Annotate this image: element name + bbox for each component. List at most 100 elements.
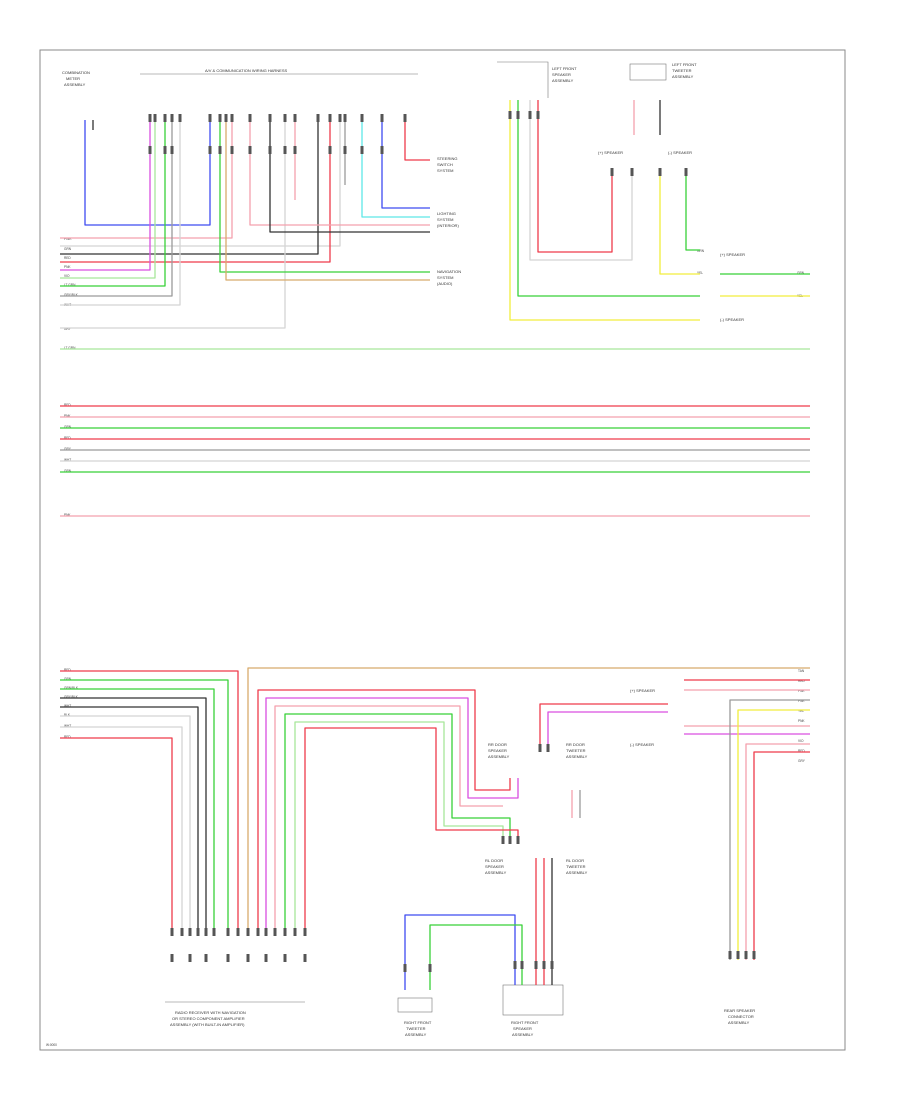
speaker-label-plus-top: (+) SPEAKER bbox=[598, 150, 623, 155]
wire-code: RED bbox=[64, 735, 71, 739]
left-front-speaker-bracket bbox=[497, 61, 549, 98]
door-pin bbox=[538, 744, 542, 752]
wire-red-1 bbox=[60, 120, 331, 263]
receiver-pin bbox=[283, 954, 287, 962]
wire-violet-1 bbox=[60, 120, 151, 271]
receiver-pin bbox=[212, 928, 216, 936]
harness-pin bbox=[218, 146, 222, 154]
harness-pin bbox=[208, 146, 212, 154]
rear-speaker-pin bbox=[728, 951, 732, 959]
harness-pin bbox=[293, 146, 297, 154]
speaker-label-minus-lower: (-) SPEAKER bbox=[630, 742, 654, 747]
receiver-pin bbox=[226, 928, 230, 936]
page-code: W:0000 bbox=[46, 1043, 57, 1047]
right-front-speaker-label-2: SPEAKER bbox=[513, 1026, 532, 1031]
harness-pin bbox=[230, 146, 234, 154]
receiver-pin bbox=[226, 954, 230, 962]
speaker-label-plus-lower: (+) SPEAKER bbox=[630, 688, 655, 693]
harness-pin bbox=[163, 114, 167, 122]
wire-red-lf bbox=[537, 100, 613, 253]
rf-speaker-pin bbox=[550, 961, 554, 969]
harness-pin bbox=[316, 114, 320, 122]
harness-pin bbox=[403, 114, 407, 122]
harness-pin bbox=[343, 114, 347, 122]
rl-door-tweeter-label-2: TWEETER bbox=[566, 864, 586, 869]
wire-code: RED bbox=[64, 256, 71, 260]
harness-pin bbox=[248, 114, 252, 122]
rf-tweeter-pin bbox=[428, 964, 432, 972]
wire-code: GRN bbox=[64, 425, 72, 429]
harness-pin bbox=[208, 114, 212, 122]
speaker-pin bbox=[658, 168, 662, 176]
wire-code: TAN bbox=[798, 669, 805, 673]
wire-code: RED bbox=[64, 436, 71, 440]
rear-speaker-label-3: ASSEMBLY bbox=[728, 1020, 750, 1025]
lf-pin bbox=[528, 111, 532, 119]
right-front-tweeter-box bbox=[397, 997, 433, 1013]
harness-pin bbox=[148, 146, 152, 154]
receiver-pin bbox=[264, 928, 268, 936]
wire-green-1 bbox=[60, 120, 166, 287]
radio-receiver-label-3: ASSEMBLY (WITH BUILT-IN AMPLIFIER) bbox=[170, 1022, 245, 1027]
harness-pin bbox=[343, 146, 347, 154]
wire-code: RED bbox=[798, 749, 805, 753]
right-front-tweeter-label-3: ASSEMBLY bbox=[405, 1032, 427, 1037]
wire-code: GRY/BLK bbox=[64, 293, 79, 297]
wire-harness bbox=[60, 100, 810, 990]
receiver-pin bbox=[293, 928, 297, 936]
receiver-pin bbox=[170, 928, 174, 936]
wire-code: GRN bbox=[64, 247, 72, 251]
top-left-wire-codes: PINK GRN RED PNK VIO LT GRN GRY/BLK WHT … bbox=[64, 237, 79, 331]
wire-code: PNK bbox=[64, 265, 71, 269]
speaker-pin bbox=[684, 168, 688, 176]
receiver-pin bbox=[204, 954, 208, 962]
wire-code: GRN/BLK bbox=[64, 686, 79, 690]
steering-switch-label-3: SYSTEM bbox=[437, 168, 453, 173]
rr-door-tweeter-label-1: RR DOOR bbox=[566, 742, 585, 747]
wire-code: RED bbox=[64, 403, 71, 407]
rf-tweeter-pin bbox=[403, 964, 407, 972]
wire-blue-lights bbox=[381, 120, 430, 209]
speaker-pin bbox=[630, 168, 634, 176]
wire-code: YEL bbox=[798, 709, 804, 713]
left-front-tweeter-label-3: ASSEMBLY bbox=[672, 74, 694, 79]
wire-code: YEL bbox=[697, 271, 703, 275]
wire-code: RED bbox=[798, 679, 805, 683]
harness-pin bbox=[224, 114, 228, 122]
receiver-pin bbox=[283, 928, 287, 936]
wire-green-tw bbox=[685, 170, 700, 251]
harness-pin bbox=[268, 146, 272, 154]
rear-speaker-label-1: REAR SPEAKER bbox=[724, 1008, 755, 1013]
left-front-tweeter-label-1: LEFT FRONT bbox=[672, 62, 697, 67]
radio-receiver-label-2: OR STEREO COMPONENT AMPLIFIER bbox=[172, 1016, 245, 1021]
wire-red-rl bbox=[304, 727, 519, 935]
harness-pin bbox=[283, 146, 287, 154]
harness-pin bbox=[328, 114, 332, 122]
rr-door-speaker-label-1: RR DOOR bbox=[488, 742, 507, 747]
door-pin bbox=[516, 836, 520, 844]
wire-ltgreen-rl bbox=[294, 721, 504, 935]
receiver-pin bbox=[204, 928, 208, 936]
rl-door-speaker-label-2: SPEAKER bbox=[485, 864, 504, 869]
harness-pin bbox=[293, 114, 297, 122]
receiver-pin bbox=[303, 954, 307, 962]
wire-pink-rl bbox=[274, 705, 503, 935]
wire-yellow-lf bbox=[509, 100, 700, 321]
receiver-pin bbox=[180, 928, 184, 936]
top-connector-title: A/V & COMMUNICATION WIRING HARNESS bbox=[205, 68, 287, 73]
harness-pin bbox=[380, 146, 384, 154]
wire-code: LT GRN bbox=[64, 346, 76, 350]
wire-code: PNK bbox=[798, 719, 805, 723]
receiver-pin bbox=[246, 954, 250, 962]
radio-receiver-label-1: RADIO RECEIVER WITH NAVIGATION bbox=[175, 1010, 246, 1015]
wire-white2-lower bbox=[60, 726, 183, 935]
receiver-pin bbox=[264, 954, 268, 962]
combination-meter-label-2: METER bbox=[66, 76, 80, 81]
wire-code: GRN bbox=[64, 677, 72, 681]
door-pin bbox=[501, 836, 505, 844]
harness-pin bbox=[178, 114, 182, 122]
wire-white-2 bbox=[60, 120, 181, 306]
wire-red-rearspk bbox=[753, 751, 810, 960]
wire-green-rl bbox=[284, 713, 511, 935]
wire-ltgreen-1 bbox=[60, 120, 156, 279]
